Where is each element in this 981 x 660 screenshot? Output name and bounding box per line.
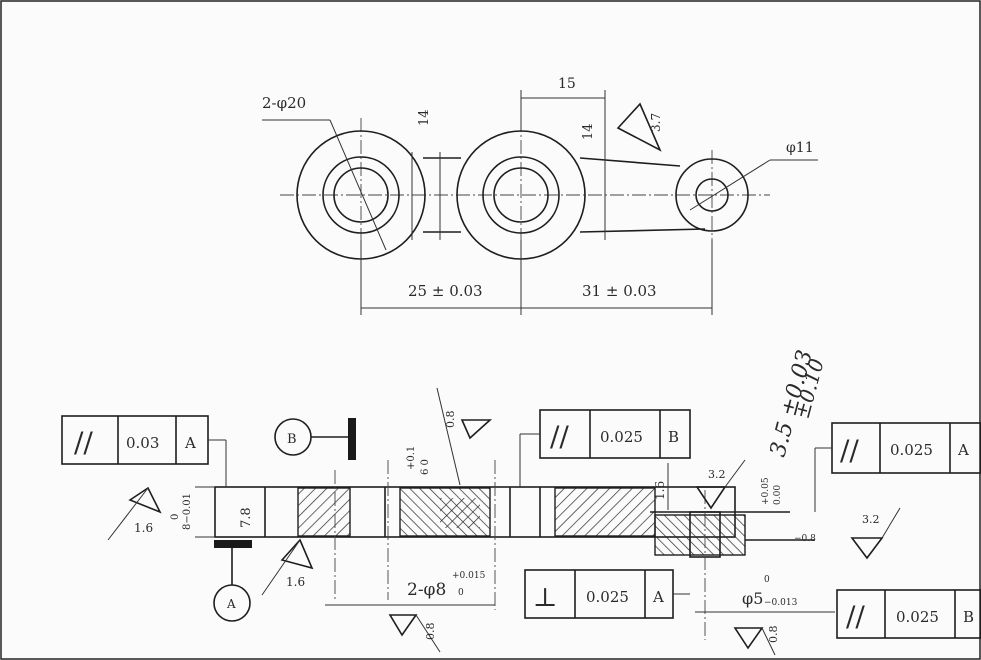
frame-tr-symbol: // [840,434,859,467]
roughness-top: 3.7 [649,113,663,132]
right-hole [695,178,729,212]
frame-tm-datum: B [668,428,679,446]
section-view: // 0.03 A B A 7.8 0 8−0.01 1.6 [61,347,981,656]
dim-right: 31 ± 0.03 [582,282,657,300]
frame-tm-value: 0.025 [600,428,643,446]
hatch-center-inner [440,498,480,528]
frame-tm-symbol: // [550,420,569,453]
datum-b-marker: B [274,418,356,460]
frame-tl-value: 0.03 [126,434,159,452]
hatch-right [554,487,656,537]
hatch-arm [654,514,746,556]
shaft-callout: φ5 [742,589,763,608]
mid-boss-inner [482,156,560,234]
tolerance-frame-bottom-mid: ⊥ 0.025 A [524,569,690,619]
frame-bm-datum: A [652,588,664,606]
frame-br-datum: B [963,608,974,626]
frame-br-value: 0.025 [896,608,939,626]
left-hole [333,167,389,223]
dim-left: 25 ± 0.03 [408,282,483,300]
mid-hole [493,167,549,223]
roughness-triangle-left-low [280,538,314,570]
center-tol-upper: +0.1 [406,446,417,470]
datum-a-marker: A [213,540,252,622]
thickness-right: 14 [581,123,596,140]
arm-bottom [579,228,706,233]
dim-width-top: 15 [558,76,576,92]
shaft-tol-upper: 0 [764,575,770,585]
roughness-left-low: 1.6 [286,575,305,589]
datum-b-bar [348,418,356,460]
hole-callout-left: 2-φ20 [262,94,306,112]
frame-tr-datum: A [957,441,969,459]
roughness-triangle-center [460,419,493,440]
center-tol-lower: 6 0 [420,459,431,475]
thickness-left: 14 [417,109,432,126]
right-boss-outer [675,158,749,232]
tol-left-upper: 0 [170,514,181,520]
frame-bm-value: 0.025 [586,588,629,606]
frame-tl-datum: A [184,434,196,452]
roughness-center: 0.8 [444,411,457,429]
datum-a-label: A [226,597,236,611]
frame-tr-value: 0.025 [890,441,933,459]
roughness-mid-tri: 3.2 [708,468,726,481]
roughness-bottom-right: 0.8 [767,626,780,644]
roughness-mid: 1.6 [653,481,667,500]
hole-callout-bottom: 2-φ8 [407,580,446,600]
small-dim-right: −0.8 [794,534,816,544]
roughness-triangle-mid [695,486,727,510]
frame-bm-symbol: ⊥ [533,583,557,613]
roughness-triangle-left [128,486,162,514]
hole-tol-upper: +0.015 [452,571,486,581]
datum-a-bar [214,540,252,548]
roughness-right: 3.2 [862,513,880,526]
roughness-triangle-right [850,537,884,560]
roughness-triangle-bottom-right [733,627,764,650]
datum-b-label: B [287,432,297,447]
hatch-left [297,487,351,537]
plan-view: 2-φ20 14 15 14 3.7 φ11 25 ± 0.03 31 ± 0.… [262,76,818,315]
shaft-tol-lower: −0.013 [764,598,798,608]
frame-tl-symbol: // [74,426,93,459]
roughness-triangle-top [616,102,662,152]
arm-top [579,157,681,167]
tolerance-frame-bottom-right: // 0.025 B [836,589,981,639]
tol-left-lower: 8−0.01 [182,493,193,530]
roughness-bottom-left: 0.8 [424,623,437,641]
vertical-tol-a: +0.05 [761,477,771,505]
vertical-tol-b: 0.00 [773,485,783,505]
left-boss-inner [322,156,400,234]
hole-callout-right: φ11 [786,140,814,156]
leader-right [689,159,771,211]
hole-tol-lower: 0 [458,588,464,598]
frame-br-symbol: // [846,600,865,633]
tolerance-frame-top-left: // 0.03 A [61,415,227,487]
tolerance-frame-top-mid: // 0.025 B [519,409,691,487]
tolerance-frame-top-right: // 0.025 A [814,422,981,512]
roughness-left: 1.6 [134,521,153,535]
thickness-dim: 7.8 [239,507,254,528]
leader-left-diagonal [329,119,387,251]
roughness-triangle-bottom-left [388,614,418,637]
